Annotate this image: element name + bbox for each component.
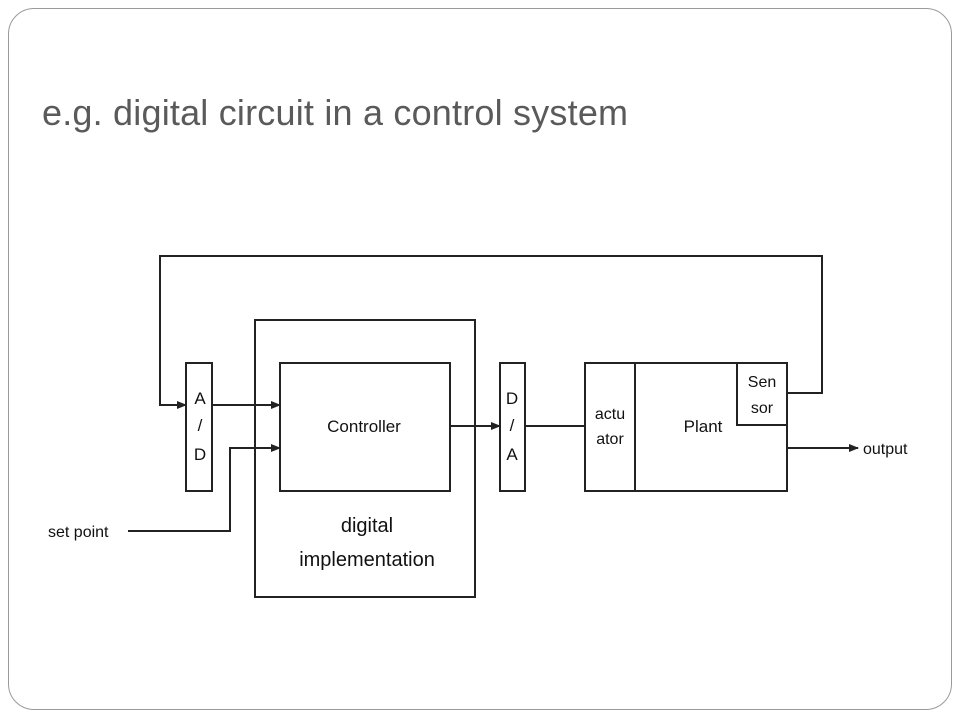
plant-label: Plant <box>684 417 723 436</box>
ad-label-slash: / <box>198 416 203 435</box>
controller-label: Controller <box>327 417 401 436</box>
slide-frame <box>8 8 952 710</box>
set-point-line <box>128 444 281 532</box>
output-label: output <box>863 441 908 458</box>
digital-impl-label-line1: digital <box>341 515 393 537</box>
sensor-label-line2: sor <box>751 400 774 417</box>
ad-label-d: D <box>194 445 206 464</box>
feedback-line <box>159 255 823 409</box>
sensor-label-line1: Sen <box>748 374 776 391</box>
digital-implementation-box <box>254 319 476 598</box>
ad-converter-box <box>185 362 213 492</box>
da-label-a: A <box>506 445 518 464</box>
set-point-label: set point <box>48 524 109 541</box>
da-label-slash: / <box>510 416 515 435</box>
actuator-label-line1: actu <box>595 406 625 423</box>
plant-box <box>634 362 788 492</box>
sensor-box <box>736 362 788 426</box>
da-label-d: D <box>506 389 518 408</box>
digital-impl-label-line2: implementation <box>299 549 435 571</box>
actuator-box <box>584 362 636 492</box>
ad-label-a: A <box>194 389 206 408</box>
slide-title: e.g. digital circuit in a control system <box>42 92 629 133</box>
actuator-label-line2: ator <box>596 431 624 448</box>
